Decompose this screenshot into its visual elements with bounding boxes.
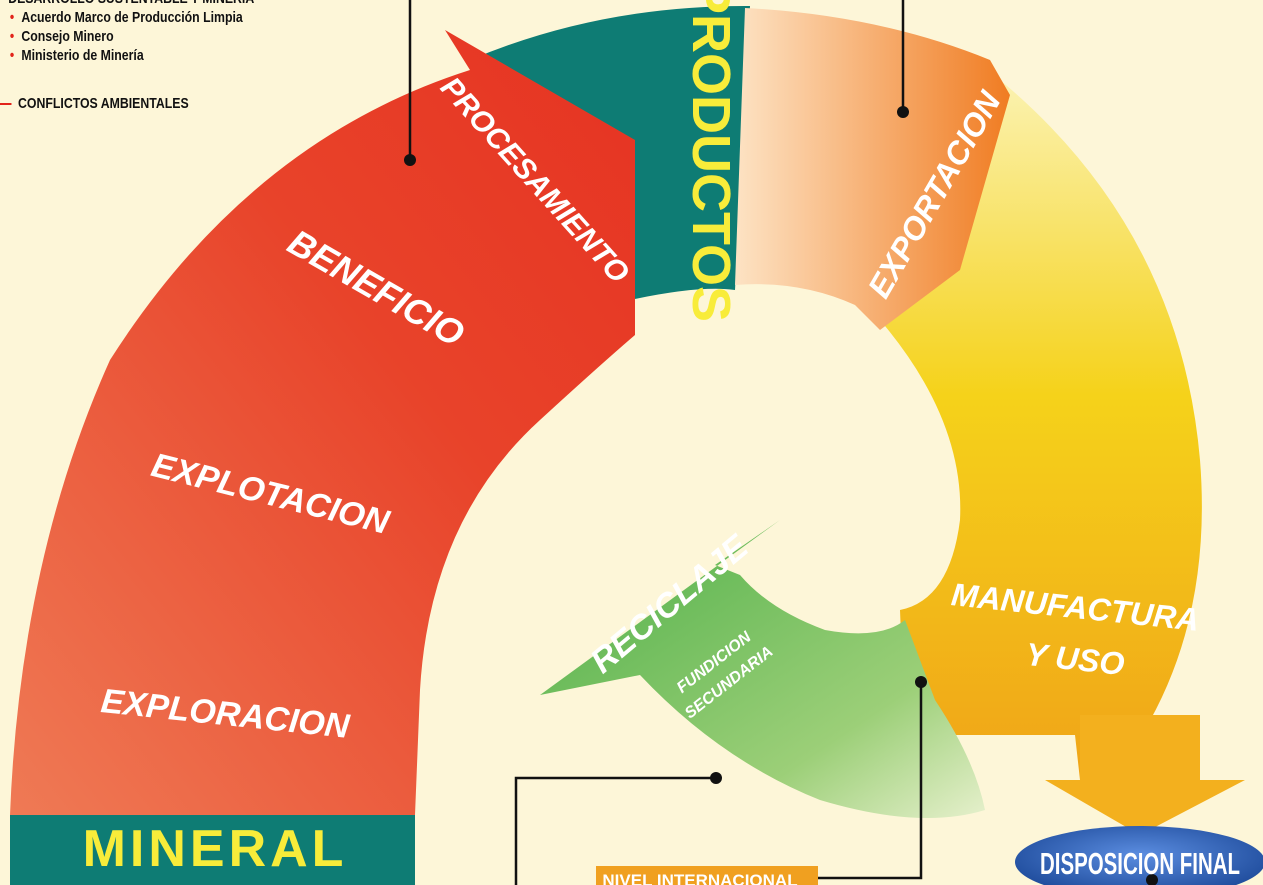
notes-list: Acuerdo Marco de Producción Limpia Conse… — [8, 8, 243, 65]
conflicts-note: CONFLICTOS AMBIENTALES — [0, 94, 189, 113]
notes-header: DESARROLLO SUSTENTABLE Y MINERÍA — [8, 0, 254, 8]
reciclaje-arrow — [540, 520, 985, 818]
mineral-processing-arrow — [10, 30, 635, 815]
nivel-box — [596, 866, 818, 885]
label-mineral: MINERAL — [83, 820, 348, 878]
notes-item: Consejo Minero — [8, 27, 243, 46]
mineral-base-bar — [10, 815, 415, 885]
notes-item: Acuerdo Marco de Producción Limpia — [8, 8, 243, 27]
label-productos: PRODUCTOS — [681, 0, 741, 322]
dash-icon — [0, 103, 12, 106]
disposicion-ellipse — [1015, 826, 1263, 885]
leader-lines — [408, 0, 1154, 885]
label-disposicion: DISPOSICION FINAL — [1040, 846, 1240, 881]
conflicts-label: CONFLICTOS AMBIENTALES — [18, 95, 189, 112]
leader-dots — [404, 106, 1158, 885]
notes-item: Ministerio de Minería — [8, 46, 243, 65]
exportacion-arrow — [735, 8, 1010, 330]
label-nivel-internacional: NIVEL INTERNACIONAL — [602, 871, 797, 885]
disposal-arrow — [1045, 715, 1245, 835]
